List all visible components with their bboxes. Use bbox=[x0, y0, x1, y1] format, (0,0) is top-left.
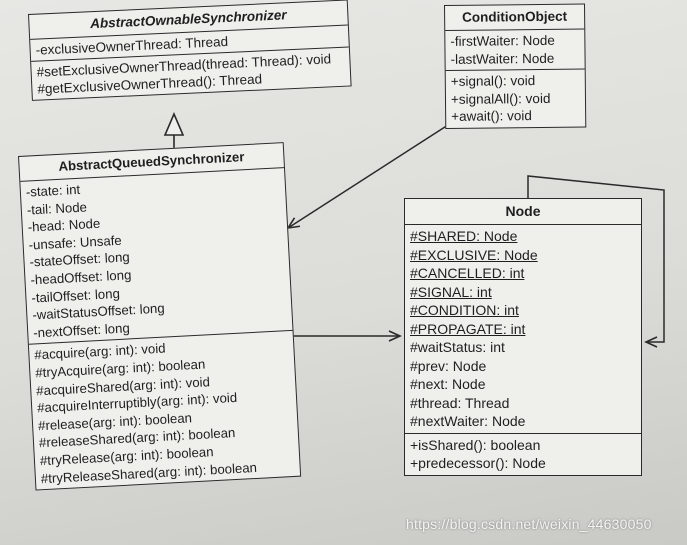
operations-section: +isShared(): boolean +predecessor(): Nod… bbox=[405, 434, 641, 475]
node-self-association bbox=[527, 175, 665, 348]
operations-section: +signal(): void +signalAll(): void +awai… bbox=[446, 70, 586, 128]
node-class: Node #SHARED: Node #EXCLUSIVE: Node #CAN… bbox=[404, 198, 642, 476]
static-attribute: #CONDITION: int bbox=[410, 302, 519, 318]
operations-section: #acquire(arg: int): void #tryAcquire(arg… bbox=[29, 331, 300, 489]
attribute: #nextWaiter: Node bbox=[410, 413, 526, 429]
attributes-section: #SHARED: Node #EXCLUSIVE: Node #CANCELLE… bbox=[405, 225, 641, 434]
watermark-text: https://blog.csdn.net/weixin_44630050 bbox=[406, 516, 652, 532]
attribute: #next: Node bbox=[410, 376, 486, 392]
static-attribute: #EXCLUSIVE: Node bbox=[410, 246, 538, 263]
operation: +predecessor(): Node bbox=[410, 455, 546, 471]
operation: +await(): void bbox=[451, 108, 532, 124]
abstract-queued-synchronizer-class: AbstractQueuedSynchronizer -state: int -… bbox=[18, 142, 302, 491]
class-name: ConditionObject bbox=[445, 4, 585, 31]
attribute: -firstWaiter: Node bbox=[450, 32, 555, 49]
operation: +isShared(): boolean bbox=[410, 436, 541, 453]
static-attribute: #PROPAGATE: int bbox=[410, 320, 526, 337]
operation: +signalAll(): void bbox=[450, 90, 551, 107]
attribute: #thread: Thread bbox=[410, 394, 510, 411]
class-name: Node bbox=[405, 199, 641, 225]
attributes-section: -state: int -tail: Node -head: Node -uns… bbox=[20, 168, 293, 346]
condition-to-aqs-association bbox=[286, 124, 449, 230]
operation: +signal(): void bbox=[450, 73, 536, 89]
attribute: #waitStatus: int bbox=[410, 339, 505, 355]
condition-object-class: ConditionObject -firstWaiter: Node -last… bbox=[444, 3, 587, 129]
attributes-section: -firstWaiter: Node -lastWaiter: Node bbox=[445, 29, 585, 71]
attribute: -lastWaiter: Node bbox=[450, 50, 555, 67]
abstract-ownable-synchronizer-class: AbstractOwnableSynchronizer -exclusiveOw… bbox=[28, 0, 352, 101]
static-attribute: #SHARED: Node bbox=[410, 228, 518, 244]
static-attribute: #SIGNAL: int bbox=[410, 283, 492, 300]
attribute: #prev: Node bbox=[410, 357, 487, 374]
static-attribute: #CANCELLED: int bbox=[410, 265, 525, 281]
